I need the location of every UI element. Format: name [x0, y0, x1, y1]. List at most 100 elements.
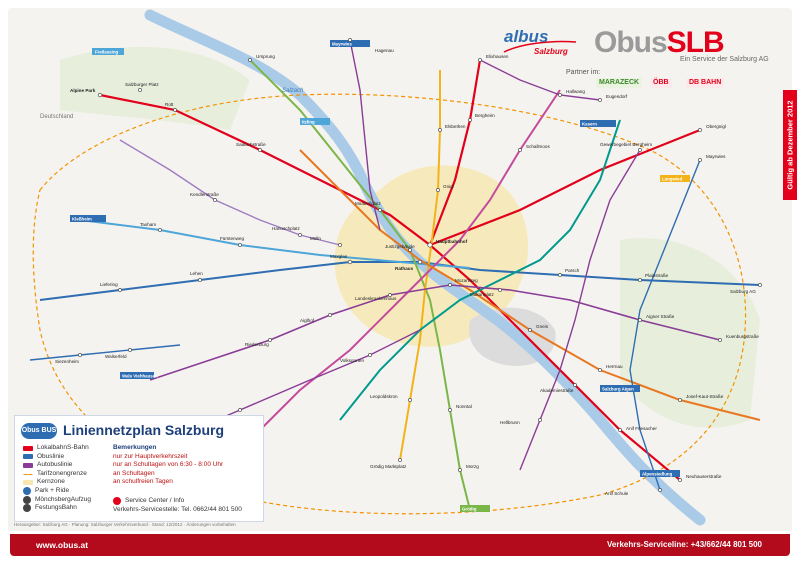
sbahn-swatch: [23, 445, 33, 451]
stop-label: Bergheim: [475, 113, 495, 118]
footer-bar: www.obus.at Verkehrs-Serviceline: +43/66…: [10, 534, 790, 556]
legend-item: Obuslinie: [23, 453, 91, 462]
legend-item-label: MönchsbergAufzug: [35, 495, 92, 503]
terminus-label: Kasern: [582, 122, 597, 127]
bus-line-f: [29, 344, 181, 361]
core-zone-swatch: [23, 480, 33, 486]
stop-label: Taxham: [140, 222, 156, 227]
legend-title: Liniennetzplan Salzburg: [63, 422, 225, 438]
stop-label: Herrnau: [606, 364, 623, 369]
remark-item: an Schultagen: [113, 469, 155, 477]
stop-label: Leopoldskron: [370, 394, 398, 399]
stop-label: Walserfeld: [105, 354, 127, 359]
partner-logo: ÖBB: [650, 78, 672, 88]
obus-bus-icon: Obus BUS: [21, 423, 57, 439]
river-label: Salzach: [282, 88, 304, 94]
stop-label: Justizgebäude: [385, 244, 415, 249]
stop-label: Schallmoos: [526, 144, 550, 149]
service-center: Service Center / Info: [113, 497, 242, 506]
terminus-label: Salzburg Aigen: [602, 387, 634, 392]
terminus-label: Mayrwies: [332, 42, 352, 47]
stop-label: Aiglhof: [300, 318, 315, 323]
tariff-boundary-swatch: [23, 473, 33, 475]
stop-label: Obergnigl: [706, 124, 726, 129]
bus-line-h: [479, 59, 601, 101]
terminus-label: Kleßheim: [72, 217, 92, 222]
stop-label: Landeskrankenhaus: [355, 296, 397, 301]
obus-line-2: [79, 219, 471, 269]
stop-label: Akademiestraße: [540, 388, 574, 393]
stop-label: Anif Schule: [605, 491, 629, 496]
stop-label: Josef-Kaut-Straße: [686, 394, 724, 399]
stop-label: Alpine Park: [70, 88, 96, 93]
stop-label: Salzburger Platz: [125, 82, 159, 87]
stop-label: Grödig Marktplatz: [370, 464, 407, 469]
terminus-label: Wals Viehhausen: [122, 374, 158, 379]
sbahn-line-s1: [428, 59, 482, 246]
legend-item: Tarifzonengrenze: [23, 470, 91, 479]
legend-item: LokalbahnS-Bahn: [23, 444, 91, 453]
footer: www.obus.at Verkehrs-Serviceline: +43/66…: [0, 531, 800, 564]
bus-line-d: [629, 159, 701, 491]
remark-item: nur zur Hauptverkehrszeit: [113, 452, 188, 460]
park-ride-icon: [23, 487, 31, 496]
stop-label: Fürstenweg: [220, 236, 244, 241]
bus-line-e: [119, 139, 341, 246]
stop-label: Riedenburg: [245, 342, 269, 347]
stop-label: Ursprung: [256, 54, 275, 59]
obus-line-3: [249, 59, 471, 511]
elevator-icon: [23, 495, 31, 504]
partner-label: Partner im:: [566, 69, 601, 76]
stop-label: Mülln: [310, 236, 321, 241]
legend-item: MönchsbergAufzug: [23, 496, 91, 505]
service-center-label: Service Center / Info: [125, 496, 185, 504]
terminus-label: Itzling: [302, 120, 315, 125]
stop-label: Neuhauserstraße: [686, 474, 722, 479]
terminus-label: Freilassing: [95, 50, 118, 55]
legend-item-label: LokalbahnS-Bahn: [37, 444, 89, 451]
bus-swatch: [23, 462, 33, 468]
terminus-markers: Freilassing Mayrwies Kleßheim Langwied A…: [70, 40, 690, 512]
legend: Obus BUS Liniennetzplan Salzburg Lokalba…: [14, 415, 264, 522]
website-link[interactable]: www.obus.at: [36, 540, 89, 550]
legend-item: FestungsBahn: [23, 504, 91, 513]
stop-label: Rathaus: [395, 266, 414, 271]
stop-label: Hallwang: [566, 89, 585, 94]
legend-item-label: Kernzone: [37, 478, 65, 486]
albus-logo-subtext: Salzburg: [534, 47, 568, 56]
funicular-icon: [23, 504, 31, 513]
obus-logo-suffix: SLB: [666, 26, 725, 59]
stop-label: Rott: [165, 102, 174, 107]
stop-label: Salzburg AG: [730, 289, 756, 294]
obus-logo-prefix: Obus: [594, 26, 668, 59]
stop-label: Siezenheim: [55, 359, 79, 364]
obus-slb-logo: ObusSLB: [594, 26, 725, 60]
info-icon: [113, 497, 121, 506]
albus-logo: albus Salzburg: [503, 27, 577, 56]
bus-line-g: [349, 39, 381, 231]
stop-label: Maxglan: [330, 254, 348, 259]
legend-item: Park + Ride: [23, 487, 91, 496]
stop-labels: Alpine Park Salzburger Platz Hauptbahnho…: [55, 38, 762, 496]
terminus-label: Alpensiedlung: [642, 472, 673, 477]
sbahn-line-s2: [429, 128, 701, 247]
stop-label: Makartplatz: [470, 292, 494, 297]
stop-label: Parsch: [565, 268, 580, 273]
stop-label: Hauptbahnhof: [436, 239, 468, 244]
stop-label: Liefering: [100, 282, 118, 287]
stop-label: Elixhausen: [486, 54, 509, 59]
stop-label: Morzg: [466, 464, 479, 469]
legend-item: Kernzone: [23, 478, 91, 487]
stop-label: Hanuschplatz: [272, 226, 301, 231]
obus-line-7: [339, 119, 621, 421]
country-label: Deutschland: [40, 114, 73, 120]
legend-item-label: Autobuslinie: [37, 461, 73, 469]
stop-label: Plainstraße: [645, 273, 669, 278]
service-hotline: Verkehrs-Serviceline: +43/662/44 801 500: [606, 540, 762, 549]
green-area-north: [60, 46, 250, 130]
terminus-label: Langwied: [662, 177, 683, 182]
stop-label: Mirabellplatz: [355, 201, 381, 206]
stop-label: Eugendorf: [606, 94, 628, 99]
validity-tab: Gültig ab Dezember 2012: [783, 90, 797, 200]
